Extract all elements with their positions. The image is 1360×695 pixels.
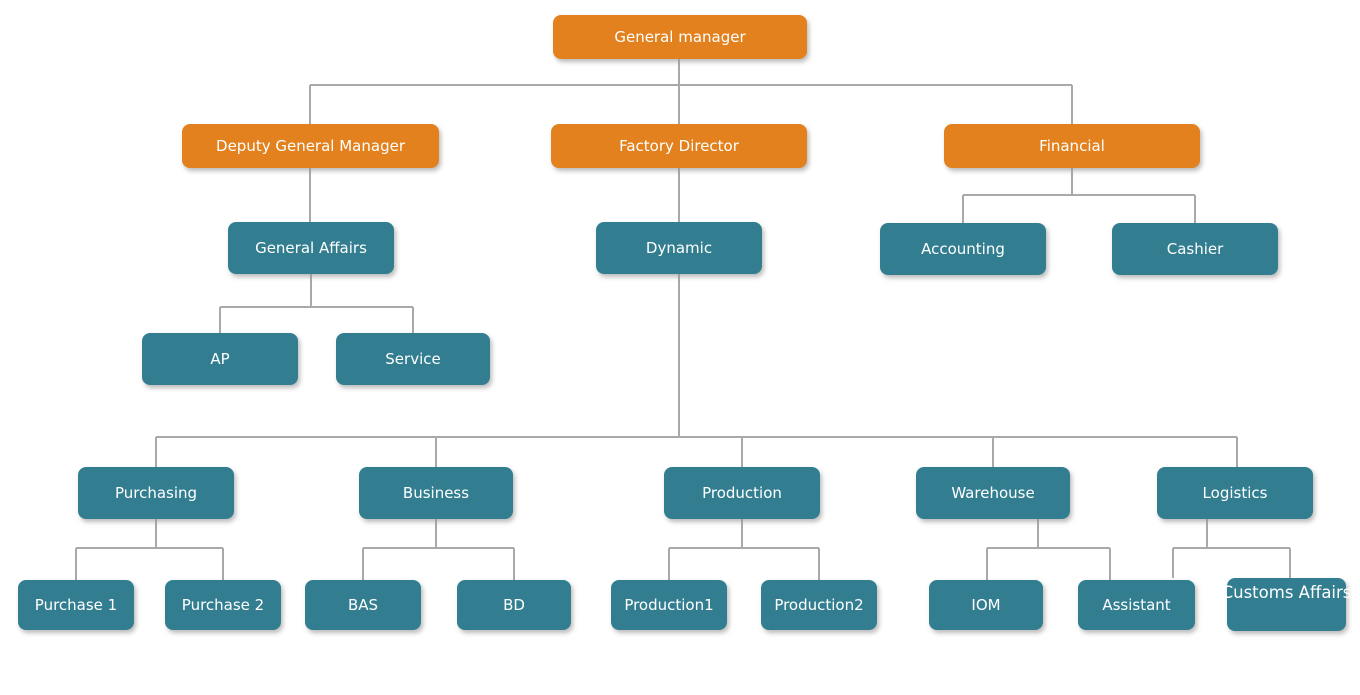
org-node-factory-director[interactable]: Factory Director: [551, 124, 807, 168]
org-node-production[interactable]: Production: [664, 467, 820, 519]
org-node-production2[interactable]: Production2: [761, 580, 877, 630]
org-node-cashier[interactable]: Cashier: [1112, 223, 1278, 275]
org-node-assistant[interactable]: Assistant: [1078, 580, 1195, 630]
org-node-service[interactable]: Service: [336, 333, 490, 385]
org-node-bas[interactable]: BAS: [305, 580, 421, 630]
org-node-deputy-general-manager[interactable]: Deputy General Manager: [182, 124, 439, 168]
org-node-bd[interactable]: BD: [457, 580, 571, 630]
org-node-customs-affairs[interactable]: Customs Affairs: [1222, 578, 1351, 631]
org-node-iom[interactable]: IOM: [929, 580, 1043, 630]
org-node-business[interactable]: Business: [359, 467, 513, 519]
org-node-logistics[interactable]: Logistics: [1157, 467, 1313, 519]
org-node-ap[interactable]: AP: [142, 333, 298, 385]
org-node-purchase-1[interactable]: Purchase 1: [18, 580, 134, 630]
org-node-accounting[interactable]: Accounting: [880, 223, 1046, 275]
org-node-warehouse[interactable]: Warehouse: [916, 467, 1070, 519]
org-node-general-affairs[interactable]: General Affairs: [228, 222, 394, 274]
org-node-production1[interactable]: Production1: [611, 580, 727, 630]
org-node-purchasing[interactable]: Purchasing: [78, 467, 234, 519]
org-node-general-manager[interactable]: General manager: [553, 15, 807, 59]
org-node-financial[interactable]: Financial: [944, 124, 1200, 168]
org-node-dynamic[interactable]: Dynamic: [596, 222, 762, 274]
org-node-purchase-2[interactable]: Purchase 2: [165, 580, 281, 630]
